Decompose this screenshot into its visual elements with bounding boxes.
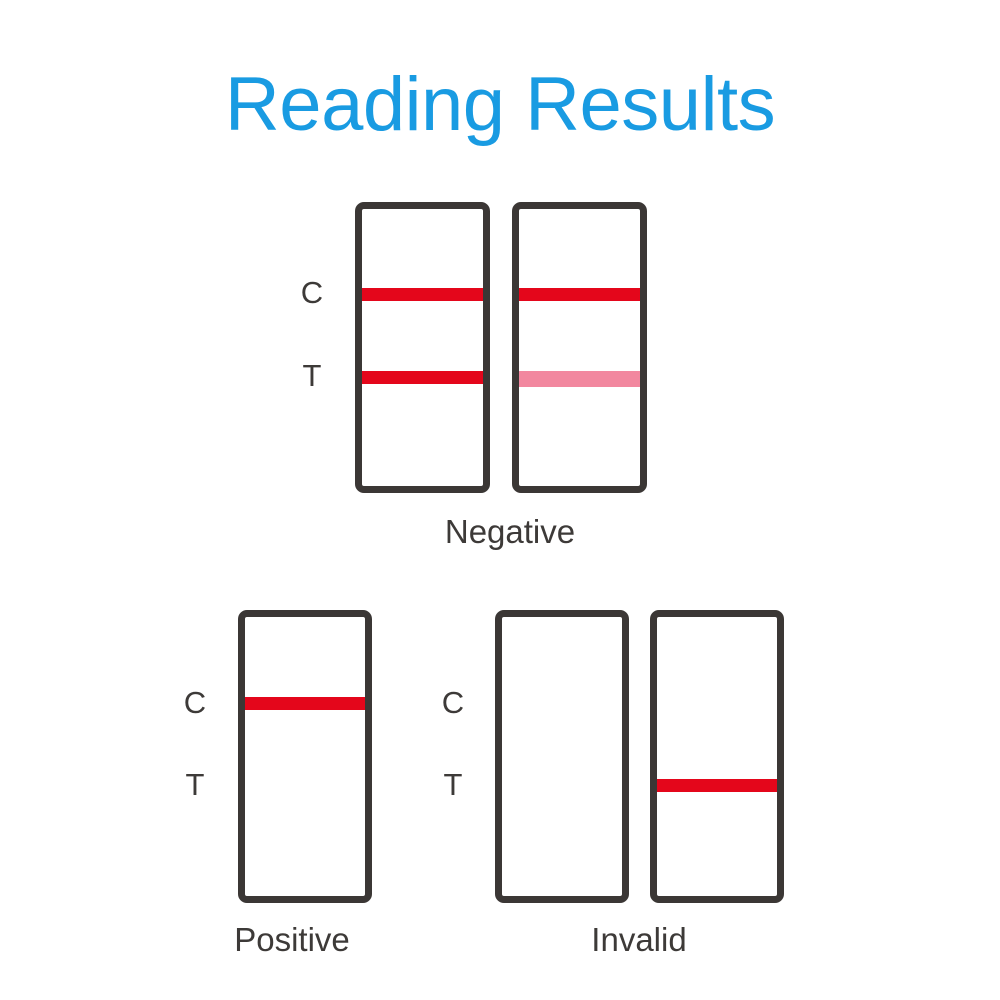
test-strip-invalid-strip-1: [495, 610, 629, 903]
test-strip-negative-strip-2: [512, 202, 647, 493]
result-band-t-strong: [362, 371, 483, 384]
test-strip-window-positive-strip-1: [245, 617, 365, 896]
test-strip-window-negative-strip-2: [519, 209, 640, 486]
result-band-t-strong: [657, 779, 777, 792]
result-band-c-strong: [362, 288, 483, 301]
control-line-label-invalid: C: [441, 685, 465, 720]
control-line-label-negative: C: [300, 275, 324, 310]
test-line-label-invalid: T: [443, 767, 463, 802]
test-strip-invalid-strip-2: [650, 610, 784, 903]
result-band-c-strong: [519, 288, 640, 301]
test-line-label-positive: T: [185, 767, 205, 802]
test-strip-positive-strip-1: [238, 610, 372, 903]
test-strip-window-negative-strip-1: [362, 209, 483, 486]
test-strip-window-invalid-strip-2: [657, 617, 777, 896]
control-line-label-positive: C: [183, 685, 207, 720]
group-caption-invalid: Invalid: [591, 921, 687, 958]
group-caption-negative: Negative: [444, 513, 576, 550]
test-line-label-negative: T: [302, 358, 322, 393]
test-strip-negative-strip-1: [355, 202, 490, 493]
group-caption-positive: Positive: [234, 921, 350, 958]
page-title: Reading Results: [224, 62, 776, 147]
result-band-c-strong: [245, 697, 365, 710]
result-band-t-faint: [519, 371, 640, 387]
test-strip-window-invalid-strip-1: [502, 617, 622, 896]
